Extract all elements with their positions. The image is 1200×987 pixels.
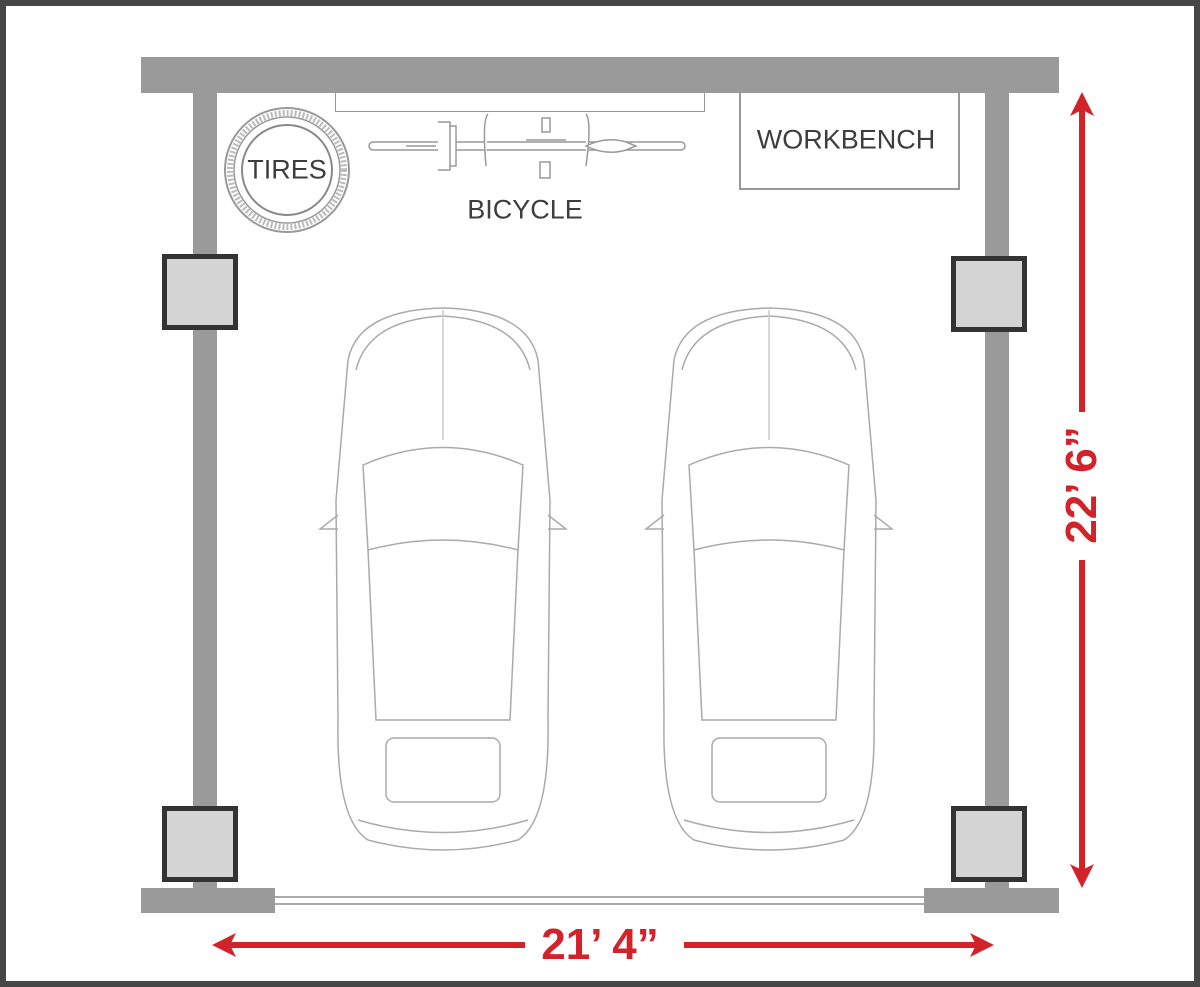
workbench-label: WORKBENCH bbox=[756, 124, 936, 155]
back-wall bbox=[141, 57, 1059, 93]
garage-door bbox=[275, 896, 924, 905]
width-dimension-label: 21’ 4” bbox=[541, 920, 659, 969]
bicycle-label: BICYCLE bbox=[467, 194, 583, 225]
car-right bbox=[644, 307, 894, 851]
depth-dimension-label: 22’ 6” bbox=[1057, 426, 1106, 544]
pier-top-left bbox=[162, 254, 238, 330]
car-left bbox=[318, 307, 568, 851]
shelf bbox=[335, 93, 705, 112]
left-wall bbox=[193, 93, 217, 890]
front-wall-left bbox=[141, 888, 275, 913]
workbench bbox=[739, 93, 960, 190]
tires-label: TIRES bbox=[247, 154, 327, 185]
tire-icon bbox=[224, 107, 350, 233]
pier-top-right bbox=[951, 256, 1027, 332]
pier-bottom-right bbox=[951, 806, 1027, 882]
right-wall bbox=[985, 93, 1009, 890]
pier-bottom-left bbox=[162, 806, 238, 882]
bicycle-icon bbox=[368, 113, 686, 179]
width-dimension-arrow bbox=[212, 933, 994, 957]
front-wall-right bbox=[924, 888, 1059, 913]
depth-dimension-arrow bbox=[1070, 92, 1094, 888]
